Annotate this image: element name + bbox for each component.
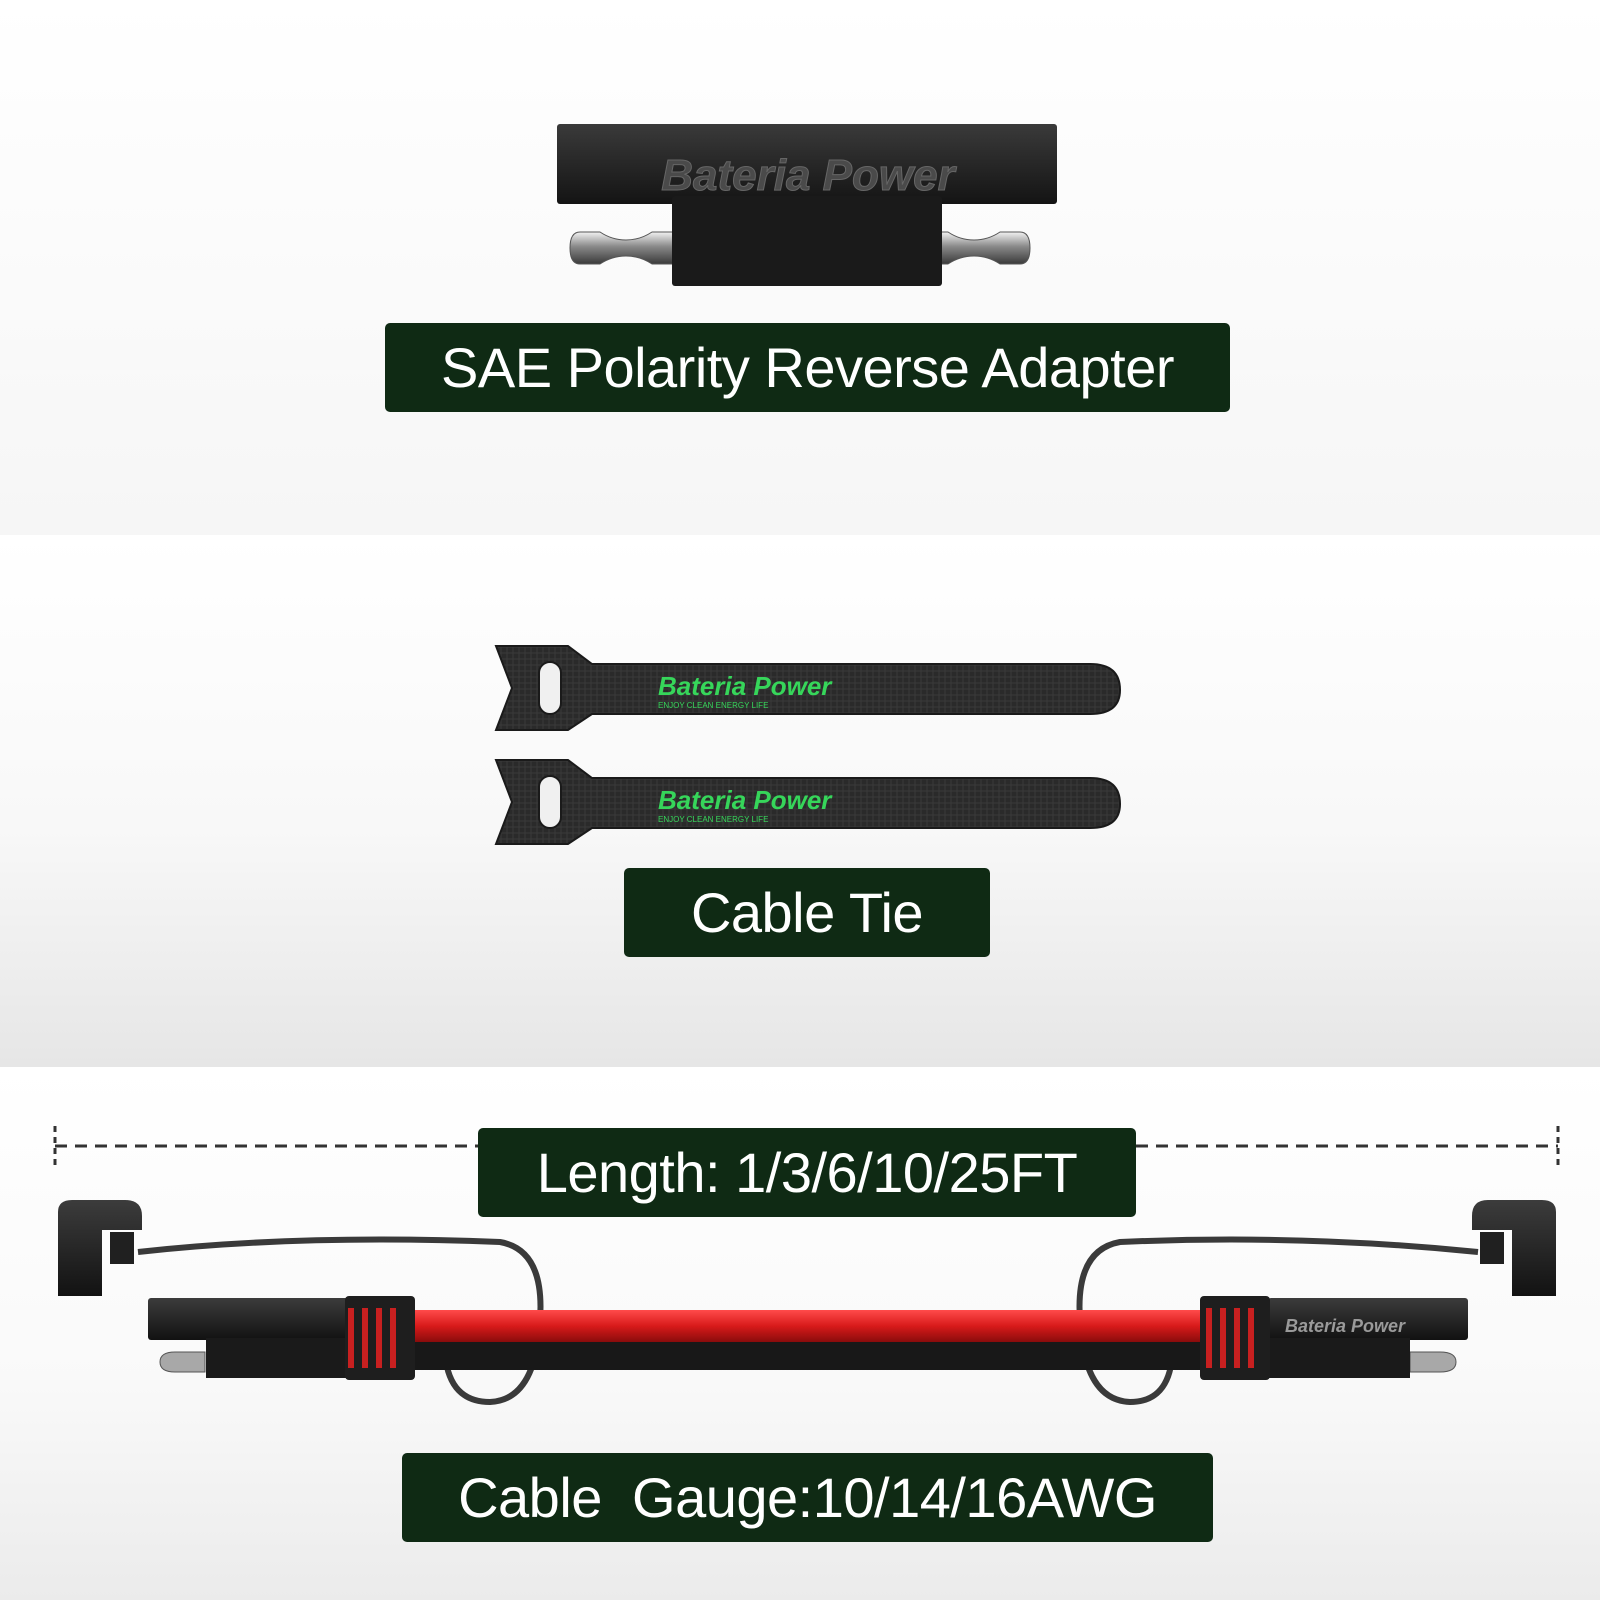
tether-right <box>1076 1236 1479 1406</box>
cable-tie-2-slogan: ENJOY CLEAN ENERGY LIFE <box>658 815 768 824</box>
tether-left <box>137 1236 544 1406</box>
gauge-label: Cable Gauge:10/14/16AWG <box>402 1453 1213 1542</box>
dust-cap-right <box>1472 1200 1556 1296</box>
cable-tie-2: Bateria Power ENJOY CLEAN ENERGY LIFE <box>494 759 1122 845</box>
sae-adapter-image: Bateria Power <box>557 124 1057 286</box>
cable-tie-label: Cable Tie <box>624 868 990 957</box>
cable-pin-left <box>159 1351 206 1373</box>
length-label: Length: 1/3/6/10/25FT <box>478 1128 1136 1217</box>
adapter-body-lower <box>672 196 942 286</box>
cable-tie-1-slogan: ENJOY CLEAN ENERGY LIFE <box>658 701 768 710</box>
cable-tie-2-brand: Bateria Power <box>658 785 833 815</box>
cable-tie-1: Bateria Power ENJOY CLEAN ENERGY LIFE <box>494 645 1122 731</box>
adapter-pin-right <box>929 231 1031 265</box>
length-dimension-line <box>53 1126 1560 1166</box>
adapter-body-top <box>557 124 1057 204</box>
adapter-brand-logo: Bateria Power <box>661 151 957 200</box>
adapter-pin-left <box>569 231 681 265</box>
dust-cap-left <box>58 1200 142 1296</box>
cable-tie-image: Bateria Power ENJOY CLEAN ENERGY LIFE Ba… <box>494 645 1122 845</box>
wire-black <box>400 1342 1220 1370</box>
wire-red <box>400 1310 1220 1342</box>
cable-tie-1-brand: Bateria Power <box>658 671 833 701</box>
adapter-label: SAE Polarity Reverse Adapter <box>385 323 1230 412</box>
connector-brand-logo: Bateria Power <box>1285 1316 1406 1336</box>
cable-pin-right <box>1409 1351 1457 1373</box>
sae-connector-left <box>148 1296 415 1380</box>
cable-image: Bateria Power <box>53 1126 1560 1406</box>
sae-connector-right: Bateria Power <box>1200 1296 1468 1380</box>
